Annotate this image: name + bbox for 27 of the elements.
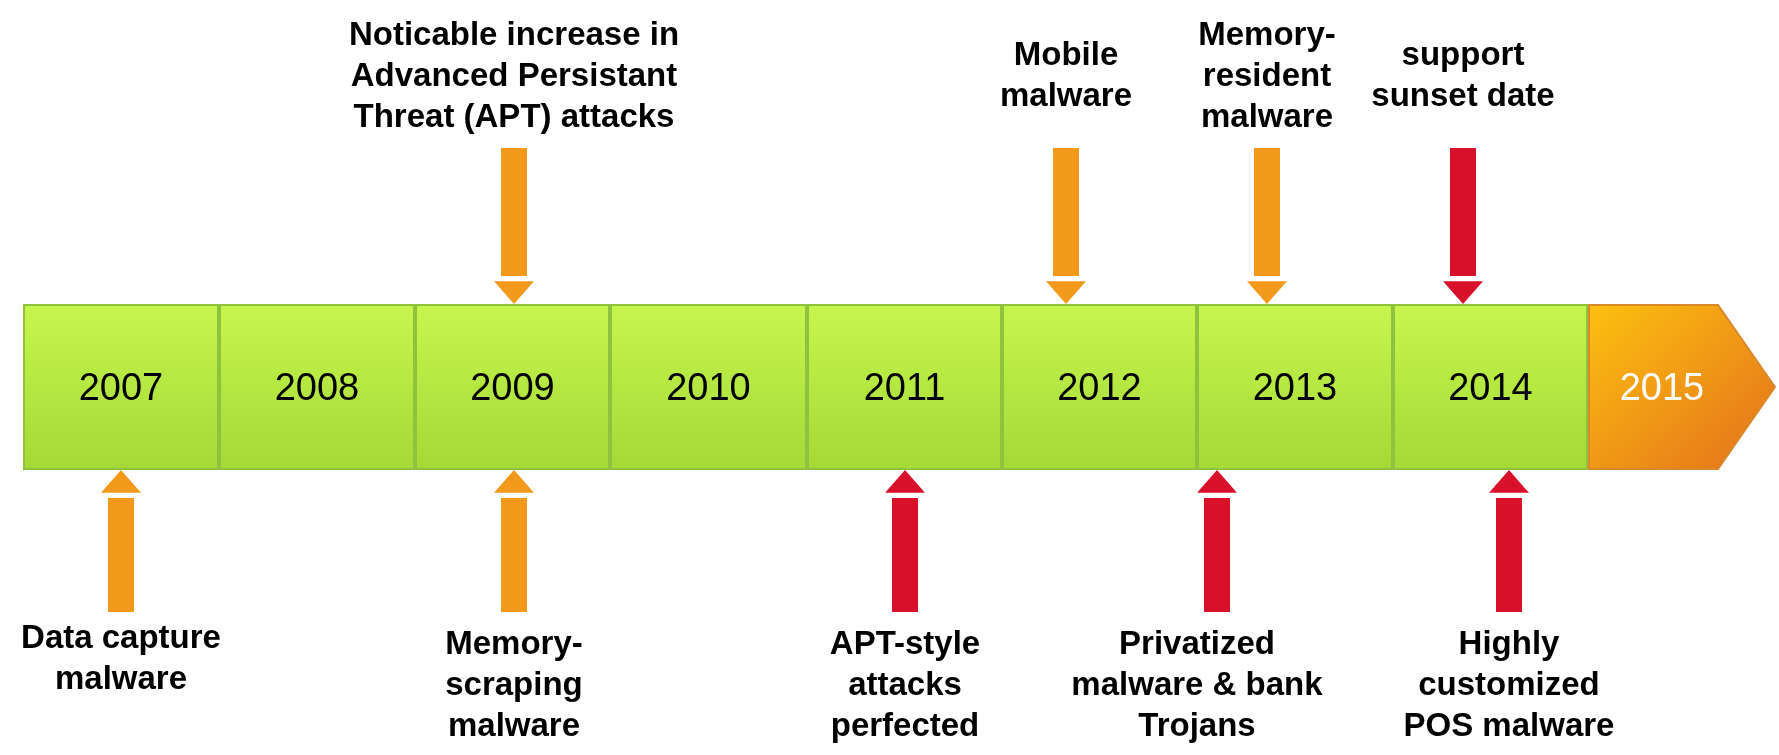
event-label: Highly customized POS malware — [1380, 612, 1638, 755]
event-label: Mobile malware — [976, 0, 1156, 148]
year-segment: 2010 — [610, 304, 807, 470]
year-arrow-segment: 2015 — [1588, 304, 1776, 470]
event-label: Memory-resident malware — [1172, 0, 1362, 148]
event-label: Noticable increase in Advanced Persistant Threat (APT) attacks — [314, 0, 714, 148]
year-segment: 2011 — [807, 304, 1002, 470]
year-segment: 2013 — [1197, 304, 1393, 470]
block-arrow — [494, 470, 534, 612]
year-segment: 2009 — [415, 304, 610, 470]
block-arrow — [885, 470, 925, 612]
block-arrow — [494, 148, 534, 304]
block-arrow — [1443, 148, 1483, 304]
event-label: APT-style attacks perfected — [800, 612, 1010, 755]
event-label: Data capture malware — [0, 612, 242, 702]
block-arrow — [1489, 470, 1529, 612]
year-segment: 2008 — [219, 304, 415, 470]
year-segment: 2012 — [1002, 304, 1197, 470]
event-label: support sunset date — [1363, 0, 1563, 148]
event-label: Memory-scraping malware — [404, 612, 624, 755]
year-segment: 2014 — [1393, 304, 1588, 470]
block-arrow — [1046, 148, 1086, 304]
event-label: Privatized malware & bank Trojans — [1070, 612, 1324, 755]
year-segment: 2007 — [23, 304, 219, 470]
block-arrow — [1247, 148, 1287, 304]
block-arrow — [101, 470, 141, 612]
block-arrow — [1197, 470, 1237, 612]
